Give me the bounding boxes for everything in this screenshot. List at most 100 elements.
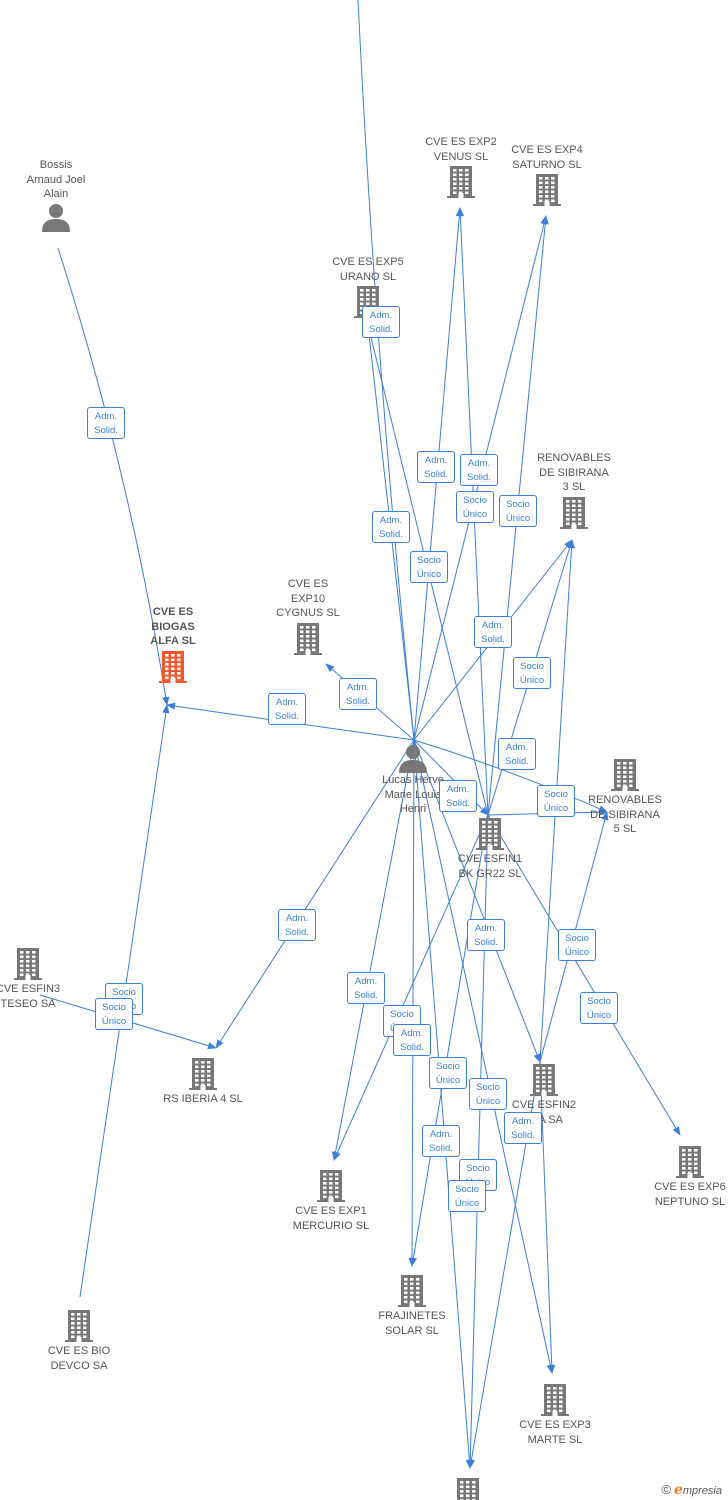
edge-label-line: Adm. [505, 742, 529, 753]
edge-label-line: Socio [417, 555, 441, 566]
edge-label-lucas-to-venus[interactable]: Adm. Solid. [417, 451, 455, 483]
person-icon [399, 745, 427, 773]
building-icon [65, 1310, 93, 1342]
edge-lucas-to-bkgr22 [413, 739, 489, 816]
edge-label-line: Adm. [400, 1028, 424, 1039]
edge-label-line: Adm. [275, 697, 299, 708]
building-icon [533, 174, 561, 206]
edge-label-bkgr22-to-urano[interactable]: Adm.Solid. [372, 511, 410, 543]
edge-label-line: Adm. [446, 784, 470, 795]
edge-label-lucas-to-rsiberia[interactable]: Adm.Solid. [278, 909, 316, 941]
edge-label-lucas-to-cygnus[interactable]: Adm.Solid. [339, 678, 377, 710]
building-icon [317, 1170, 345, 1202]
edge-label-line: Solid. [467, 471, 491, 483]
node-label-line: Arnaud Joel [26, 173, 86, 186]
node-label-line: CVE ES [152, 606, 194, 618]
edge-label-lucas-to-bottom[interactable]: Adm.Solid. [504, 1112, 542, 1144]
building-icon [541, 1384, 569, 1416]
building-icon [476, 818, 504, 850]
edge-bkgr22-to-bottom [466, 814, 489, 1469]
edge-label-lucas-to-urano[interactable]: Adm.Solid. [362, 306, 400, 338]
edge-label-line: Solid. [275, 710, 299, 722]
edge-label-lucas-to-frajinetes[interactable]: Adm. Solid. [393, 1024, 431, 1056]
node-label-line: CVE ES EXP1 [295, 1205, 367, 1217]
edge-label-line: Solid. [400, 1041, 424, 1053]
edge-label-lucas-to-biogas[interactable]: Adm. Solid. [268, 693, 306, 725]
edge-label-line: Adm. [369, 310, 393, 321]
node-label-line: 3 SL [562, 481, 586, 493]
edge-lucas-to-esfin2 [413, 739, 541, 1063]
node-label-line: DE SIBIRANA [539, 466, 609, 479]
edge-label-line: Solid. [429, 1142, 453, 1154]
node-label-line: BIOGAS [151, 620, 195, 633]
edge-lucas-to-bottom [413, 739, 473, 1469]
edge-label-line: Solid. [505, 755, 529, 767]
node-label-line: RENOVABLES [588, 794, 662, 806]
edge-label-lucas-to-saturno[interactable]: Adm.Solid. [460, 454, 498, 486]
node-label-line: ALA SA [525, 1113, 563, 1126]
edge-label-lucas-to-esfin2[interactable]: Adm.Solid. [467, 919, 505, 951]
building-icon [159, 650, 187, 683]
node-label-line: CVE ES EXP6 [654, 1181, 726, 1193]
edge-label-line: Adm. [346, 682, 370, 693]
edge-label-line: Único [519, 674, 545, 686]
edge-label-bossis-to-biogas[interactable]: Adm.Solid. [87, 407, 125, 439]
node-label-line: CYGNUS SL [276, 607, 340, 619]
empresia-brand[interactable]: ©empresia [661, 1482, 722, 1498]
edge-label-lucas-to-marte[interactable]: Adm.Solid. [422, 1125, 460, 1157]
node-biogas[interactable]: CVE ES BIOGAS ALFA SL [113, 605, 233, 685]
edge-label-lucas-to-ren5[interactable]: Adm. Solid. [498, 738, 536, 770]
edge-label-line: Socio [565, 933, 589, 944]
building-icon [457, 1478, 479, 1500]
edge-label-line: Único [435, 1074, 461, 1086]
building-icon [294, 622, 322, 655]
edge-label-lucas-to-bkgr22[interactable]: Adm.Solid. [439, 780, 477, 812]
node-bottom[interactable] [408, 1476, 528, 1500]
edge-label-lucas-to-mercurio[interactable]: Adm.Solid. [347, 972, 385, 1004]
edge-label-line: Solid. [379, 528, 403, 540]
edge-label-line: Socio [544, 789, 568, 800]
edge-label-line: Adm. [424, 455, 448, 466]
node-rsiberia[interactable]: RS IBERIA 4 SL [143, 1056, 263, 1107]
edge-label-line: Único [416, 568, 442, 580]
edge-label-line: Adm. [94, 411, 118, 422]
edge-label-lucas-to-ren3[interactable]: Adm.Solid. [474, 616, 512, 648]
edge-label-line: Único [564, 946, 590, 958]
node-label-line: NEPTUNO SL [654, 1195, 726, 1208]
edge-label-line: Solid. [424, 468, 448, 480]
node-label-line: ALFA SL [150, 635, 196, 647]
edge-bkgr22-to-frajinetes [409, 814, 489, 1267]
